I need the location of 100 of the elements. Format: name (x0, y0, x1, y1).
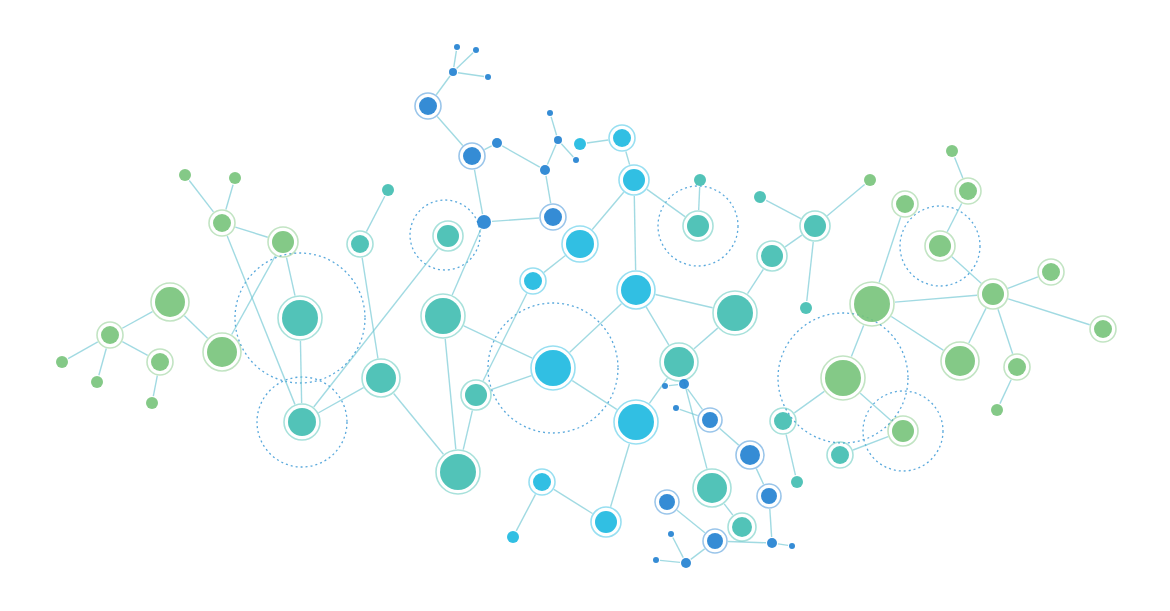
connector-line (491, 217, 540, 223)
network-node (654, 489, 680, 515)
network-node (849, 281, 895, 327)
connector-line (285, 256, 296, 297)
network-node (267, 226, 299, 258)
connector-line (625, 150, 631, 166)
connector-line (633, 195, 637, 271)
connector-line (850, 324, 865, 358)
network-node (735, 440, 765, 470)
connector-line (231, 255, 276, 336)
connector-line (686, 388, 704, 411)
network-node (990, 403, 1004, 417)
network-node (863, 173, 877, 187)
network-node (618, 164, 650, 196)
network-node (90, 375, 104, 389)
connector-line (668, 383, 679, 387)
connector-line (878, 216, 902, 283)
network-node (702, 528, 728, 554)
connector-line (550, 116, 558, 136)
network-node (460, 379, 492, 411)
connector-line (648, 377, 669, 404)
connector-line (777, 543, 789, 547)
network-node (820, 355, 866, 401)
network-node (539, 203, 567, 231)
network-node (790, 475, 804, 489)
network-node (756, 240, 788, 272)
connector-line (98, 347, 107, 376)
connector-line (852, 436, 889, 451)
connector-line (999, 379, 1012, 405)
connector-line (453, 50, 458, 68)
network-node (530, 345, 576, 391)
network-node (799, 210, 831, 242)
connector-line (483, 145, 493, 151)
connector-line (609, 443, 631, 508)
connector-line (457, 72, 485, 78)
network-node (539, 164, 551, 176)
connector-line (317, 387, 365, 414)
connector-line (646, 188, 686, 218)
network-node (697, 407, 723, 433)
connector-line (462, 409, 474, 451)
connector-line (746, 268, 764, 295)
network-node (208, 209, 236, 237)
connector-line (890, 315, 944, 351)
connector-line (451, 228, 482, 296)
network-node (667, 530, 675, 538)
network-node (202, 332, 242, 372)
connector-line (719, 427, 740, 446)
network-node (693, 173, 707, 187)
connector-line (679, 408, 699, 417)
connector-line (571, 379, 618, 411)
connector-line (693, 327, 719, 350)
connector-line (444, 338, 457, 450)
network-node (799, 301, 813, 315)
network-node (590, 506, 622, 538)
connector-line (946, 202, 963, 233)
network-node (678, 378, 690, 390)
connector-line (392, 392, 445, 455)
connector-line (951, 256, 982, 284)
network-node (616, 270, 656, 310)
connector-line (569, 303, 623, 353)
network-node (145, 396, 159, 410)
network-node (613, 399, 659, 445)
network-node (435, 449, 481, 495)
connector-line (1007, 276, 1039, 290)
network-node (727, 512, 757, 542)
network-node (96, 321, 124, 349)
connector-line (545, 175, 552, 204)
network-node (361, 358, 401, 398)
network-node (346, 230, 374, 258)
network-node (573, 137, 587, 151)
network-node (472, 46, 480, 54)
network-node (661, 382, 669, 390)
connector-line (515, 493, 537, 532)
connector-line (690, 548, 706, 561)
network-node (491, 137, 503, 149)
network-node (1037, 258, 1065, 286)
connector-line (953, 156, 964, 179)
network-node (680, 557, 692, 569)
connector-line (152, 375, 158, 397)
network-node (506, 530, 520, 544)
network-node (769, 407, 797, 435)
network-node (692, 468, 732, 508)
connector-line (121, 310, 154, 329)
connector-line (365, 195, 386, 233)
network-node (277, 295, 323, 341)
connector-line (793, 390, 825, 414)
network-node (381, 183, 395, 197)
network-node (178, 168, 192, 182)
connector-line (560, 143, 575, 158)
network-node (553, 135, 563, 145)
network-node (887, 415, 919, 447)
connector-line (299, 340, 303, 404)
network-node (420, 293, 466, 339)
network-node (924, 230, 956, 262)
connector-line (234, 226, 269, 238)
connector-line (591, 191, 625, 231)
network-node (476, 214, 492, 230)
connector-line (765, 199, 802, 220)
connector-line (997, 308, 1014, 355)
network-node (954, 177, 982, 205)
